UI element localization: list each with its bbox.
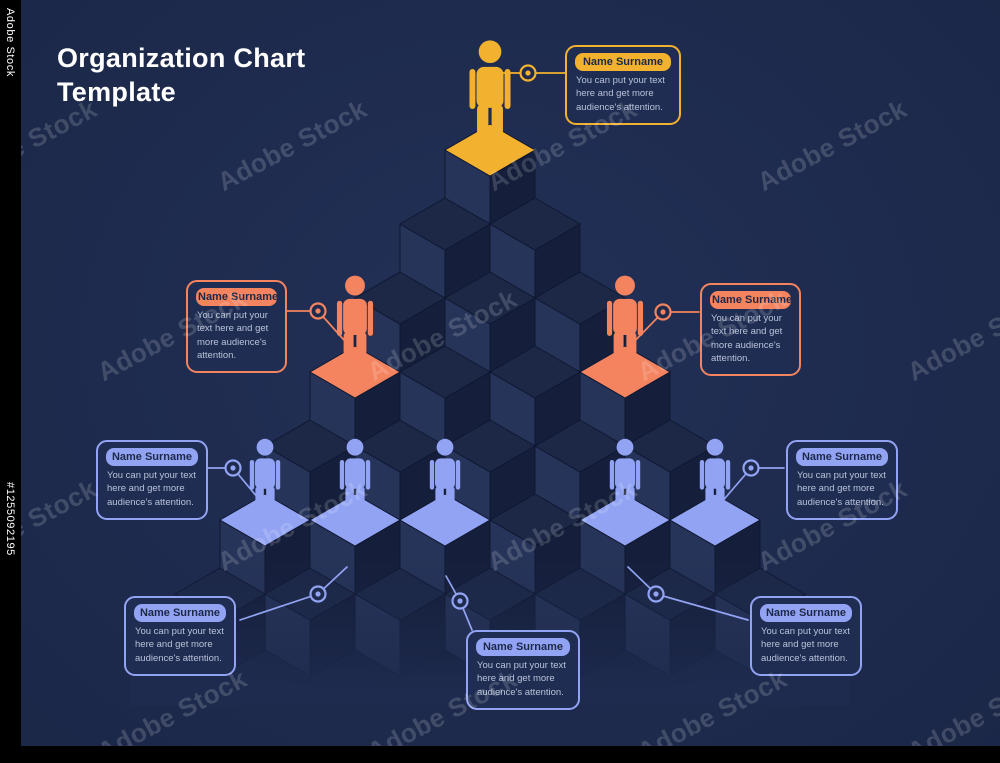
- person-icon: [699, 438, 731, 520]
- watermark-brand-text: Adobe Stock: [4, 8, 16, 77]
- callout-title: Name Surname: [760, 604, 852, 622]
- callout-bottom-center: Name Surname You can put your text here …: [466, 630, 580, 710]
- callout-title: Name Surname: [796, 448, 888, 466]
- person-icon: [429, 438, 461, 520]
- connector-line: [655, 593, 749, 621]
- callout-body: You can put your text here and get more …: [761, 626, 850, 664]
- callout-title: Name Surname: [134, 604, 226, 622]
- page-title: Organization Chart Template: [57, 42, 305, 110]
- callout-body: You can put your text here and get more …: [135, 626, 224, 664]
- person-icon: [609, 438, 641, 520]
- callout-marker-dot: [315, 591, 321, 597]
- callout-title: Name Surname: [196, 288, 277, 306]
- person-icon: [339, 438, 371, 520]
- watermark-side-bar: Adobe Stock #1255092195: [0, 0, 21, 763]
- person-icon: [606, 275, 644, 372]
- callout-body: You can put your text here and get more …: [197, 310, 269, 361]
- person-icon: [249, 438, 281, 520]
- callout-marker-dot: [457, 598, 463, 604]
- person-icon: [469, 40, 511, 150]
- callout-bottom-left: Name Surname You can put your text here …: [124, 596, 236, 676]
- callout-mid-right: Name Surname You can put your text here …: [700, 283, 801, 377]
- callout-top: Name Surname You can put your text here …: [565, 45, 681, 125]
- iso-cube: [444, 123, 536, 233]
- page-title-line2: Template: [57, 76, 176, 107]
- callout-marker-dot: [525, 70, 531, 76]
- connector-line: [626, 311, 664, 350]
- callout-low-right: Name Surname You can put your text here …: [786, 440, 898, 520]
- callout-title: Name Surname: [106, 448, 198, 466]
- callout-body: You can put your text here and get more …: [576, 75, 665, 113]
- watermark-bottom-bar: [0, 746, 1000, 763]
- watermark-asset-id: #1255092195: [4, 482, 16, 556]
- callout-mid-left: Name Surname You can put your text here …: [186, 280, 287, 374]
- iso-cube: [534, 419, 626, 529]
- callout-bottom-right: Name Surname You can put your text here …: [750, 596, 862, 676]
- callout-body: You can put your text here and get more …: [107, 470, 196, 508]
- callout-title: Name Surname: [476, 638, 570, 656]
- callout-marker-dot: [230, 465, 236, 471]
- callout-body: You can put your text here and get more …: [797, 470, 886, 508]
- callout-low-left: Name Surname You can put your text here …: [96, 440, 208, 520]
- page-title-line1: Organization Chart: [57, 43, 306, 73]
- callout-body: You can put your text here and get more …: [711, 313, 783, 364]
- callout-marker-dot: [748, 465, 754, 471]
- callout-body: You can put your text here and get more …: [477, 660, 566, 698]
- callout-marker-dot: [315, 308, 321, 314]
- callout-title: Name Surname: [575, 53, 671, 71]
- callout-marker-dot: [660, 309, 666, 315]
- callout-title: Name Surname: [710, 291, 791, 309]
- connector-line: [239, 593, 319, 621]
- callout-marker-dot: [653, 591, 659, 597]
